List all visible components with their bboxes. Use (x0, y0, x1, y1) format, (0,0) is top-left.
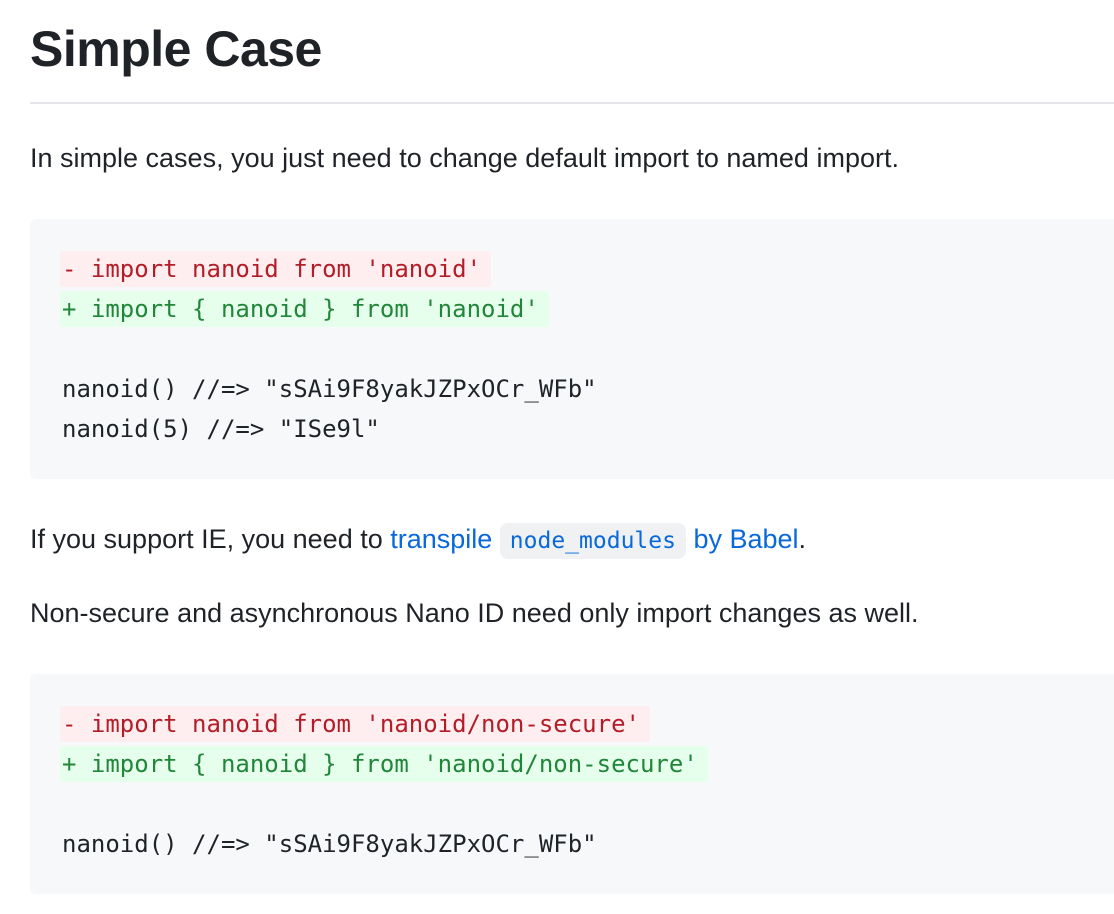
markdown-body: Simple Case In simple cases, you just ne… (30, 21, 1114, 894)
paragraph-intro: In simple cases, you just need to change… (30, 143, 899, 173)
code-line: nanoid() //=> "sSAi9F8yakJZPxOCr_WFb" (62, 369, 1084, 409)
code-line-text-plain (60, 800, 72, 808)
code-line: nanoid(5) //=> "ISe9l" (62, 409, 1084, 449)
code-line: + import { nanoid } from 'nanoid' (60, 289, 1084, 329)
paragraph-ie: If you support IE, you need to transpile… (30, 519, 1114, 560)
transpile-babel-link[interactable]: transpile node_modules by Babel (390, 522, 799, 559)
code-line: + import { nanoid } from 'nanoid/non-sec… (60, 744, 1084, 784)
link-text-before[interactable]: transpile (390, 523, 500, 554)
code-block-simple: - import nanoid from 'nanoid'+ import { … (30, 218, 1114, 479)
code-line-text-plain: nanoid() //=> "sSAi9F8yakJZPxOCr_WFb" (62, 829, 597, 858)
node-modules-inline-code[interactable]: node_modules (499, 522, 686, 559)
code-line-text-plain: nanoid() //=> "sSAi9F8yakJZPxOCr_WFb" (62, 374, 597, 403)
code-block-non-secure: - import nanoid from 'nanoid/non-secure'… (30, 673, 1114, 894)
code-line-text-add: + import { nanoid } from 'nanoid' (60, 290, 549, 327)
paragraph-non-secure: Non-secure and asynchronous Nano ID need… (30, 598, 919, 628)
code-line: - import nanoid from 'nanoid/non-secure' (60, 704, 1084, 744)
code-line-text-plain: nanoid(5) //=> "ISe9l" (62, 414, 380, 443)
heading-divider (30, 102, 1114, 104)
code-line-text-plain (60, 345, 72, 353)
link-text-after[interactable]: by Babel (685, 523, 799, 554)
code-line-text-add: + import { nanoid } from 'nanoid/non-sec… (60, 745, 708, 782)
code-line: nanoid() //=> "sSAi9F8yakJZPxOCr_WFb" (62, 824, 1084, 864)
page-title: Simple Case (30, 21, 322, 77)
code-line-text-del: - import nanoid from 'nanoid/non-secure' (60, 705, 650, 742)
ie-text-prefix: If you support IE, you need to (30, 523, 391, 554)
code-line-text-del: - import nanoid from 'nanoid' (60, 250, 492, 287)
ie-text-suffix: . (798, 523, 807, 554)
code-line: - import nanoid from 'nanoid' (60, 249, 1084, 289)
code-line (62, 784, 1084, 824)
code-line (62, 329, 1084, 369)
